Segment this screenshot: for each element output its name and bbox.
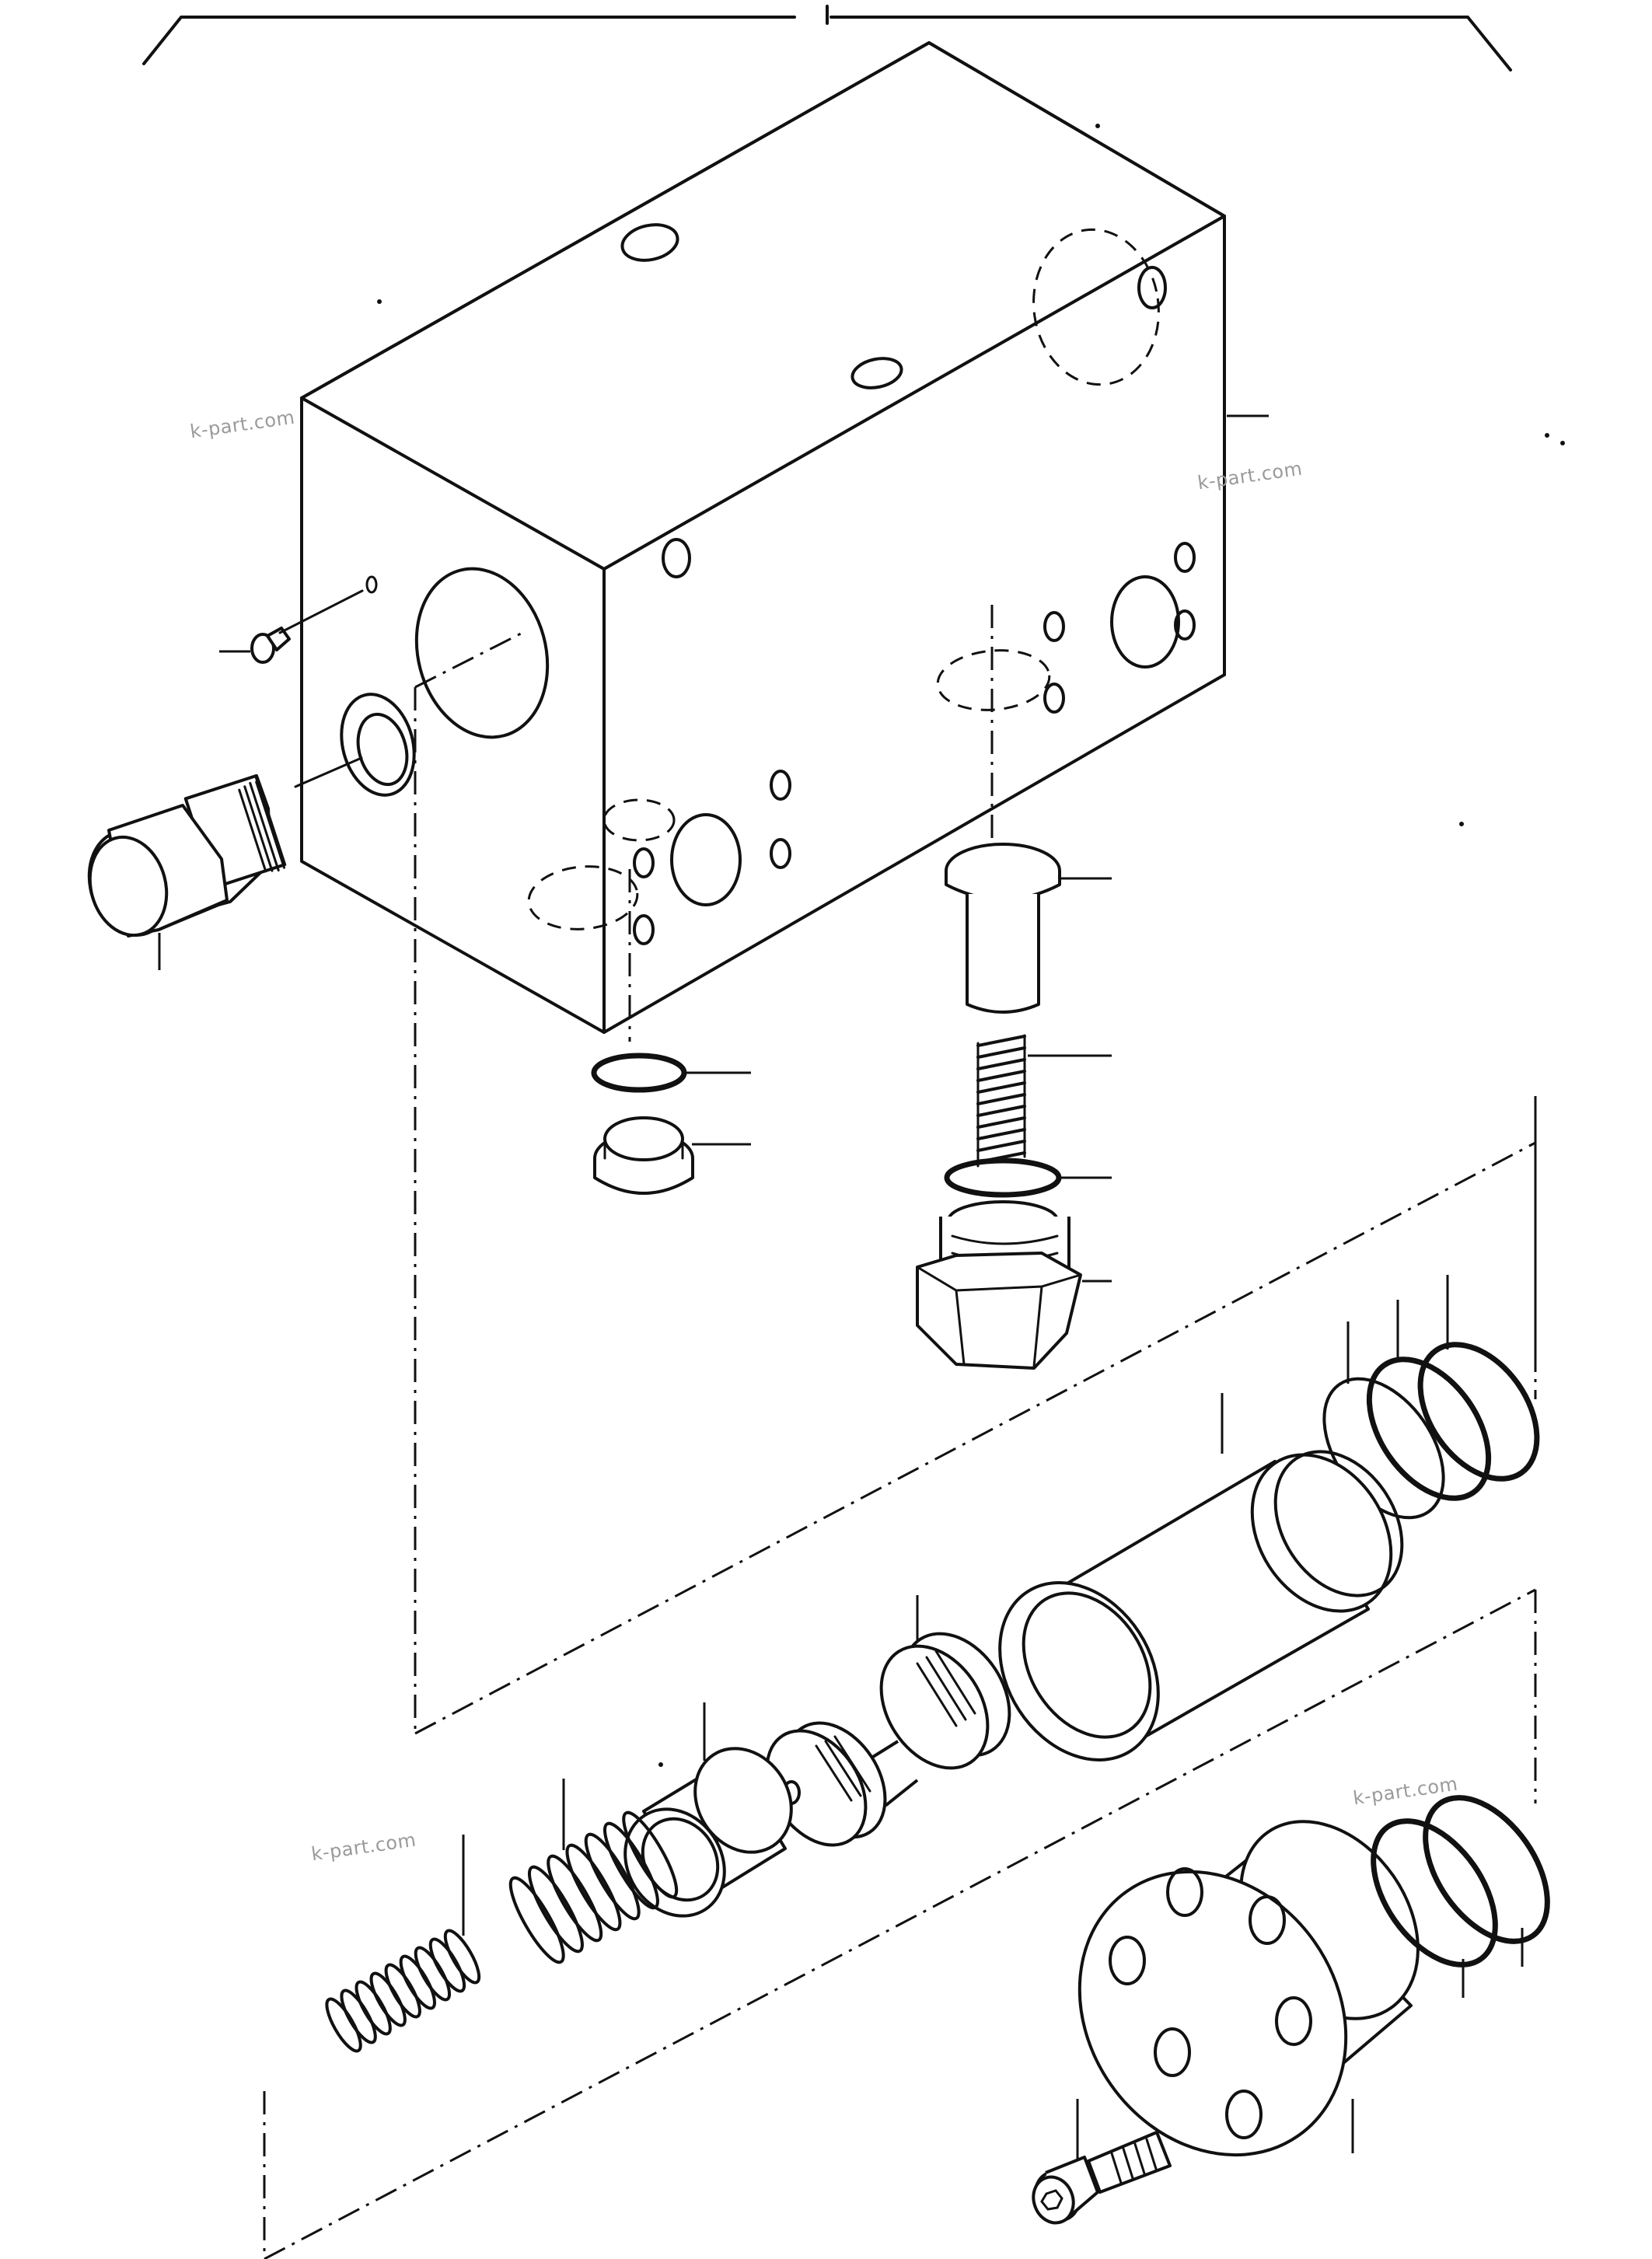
- snap-rings-bottom: [1371, 1795, 1550, 1998]
- spool: [765, 1595, 1011, 1847]
- oring-and-plug: [591, 1053, 751, 1195]
- sleeve-cylinder: [998, 1393, 1404, 1761]
- leader-lines: [377, 124, 1565, 1767]
- cap-screw: [1032, 2099, 1172, 2225]
- large-spring: [508, 1779, 679, 1964]
- threaded-plug: [87, 756, 363, 970]
- small-spring: [325, 1835, 481, 2053]
- block-left-ports: [340, 567, 550, 797]
- centerlines: [263, 605, 1537, 2259]
- valve-block: [300, 41, 1226, 1034]
- valve-spring: [976, 1034, 1026, 1168]
- block-right-ports: [527, 538, 1196, 945]
- snap-rings-top: [1322, 1275, 1540, 1520]
- end-cover: [1077, 1820, 1420, 2157]
- spring-seat: [623, 1702, 793, 1918]
- block-top-ports: [620, 223, 1167, 389]
- top-frame: [142, 5, 1512, 72]
- small-screw: [219, 589, 364, 664]
- poppet-valve-assembly: [916, 843, 1112, 1370]
